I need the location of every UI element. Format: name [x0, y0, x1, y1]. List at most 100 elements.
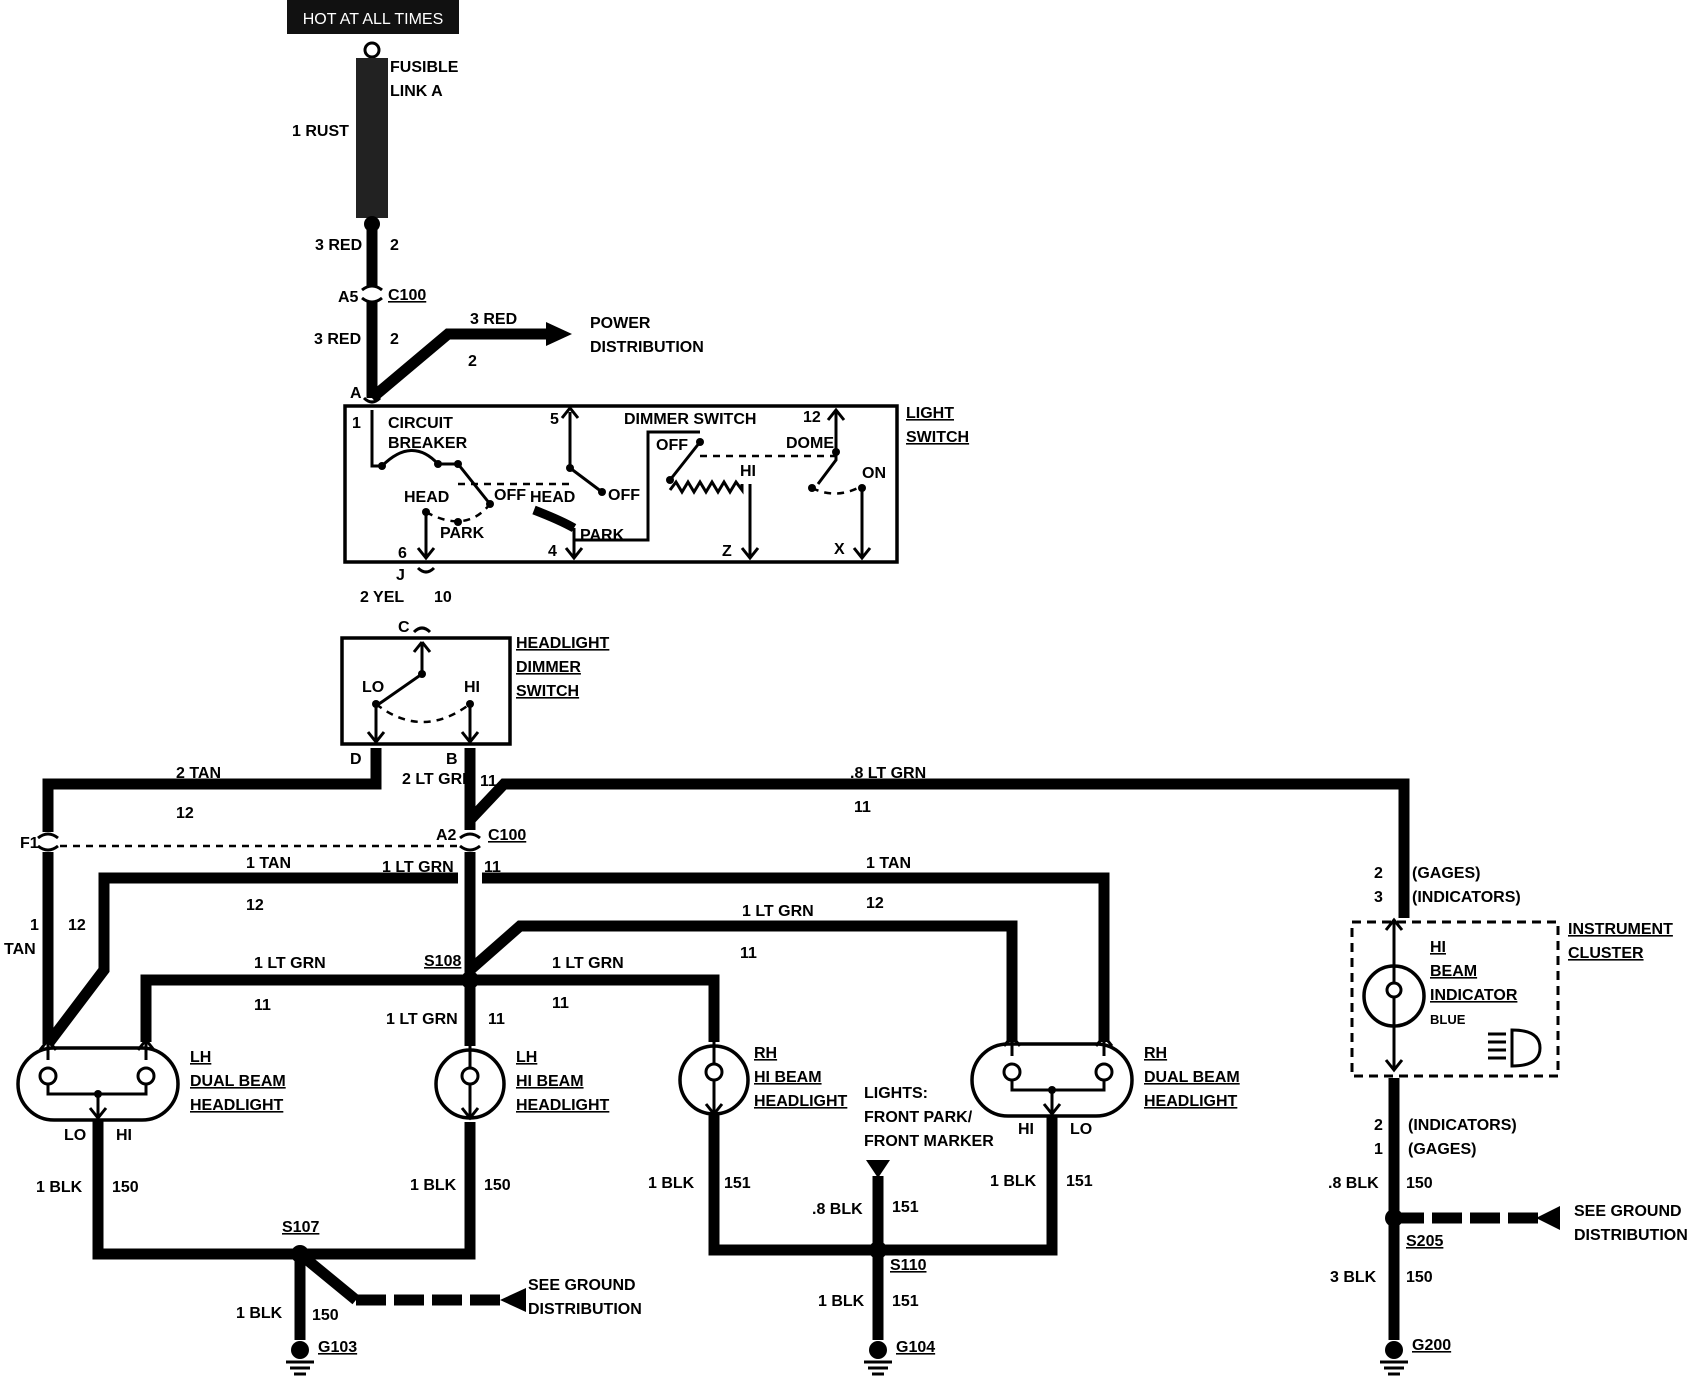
lh-dual-hi: HI	[116, 1127, 132, 1144]
pin-c-arc	[412, 626, 432, 634]
connector-a2	[459, 832, 481, 852]
dimmer2-pivot	[418, 670, 426, 678]
yel-pin: J	[396, 567, 405, 584]
dist-2: DISTRIBUTION	[1574, 1227, 1688, 1244]
ltgrn1d-num: 11	[552, 995, 569, 1012]
pin12-arrow	[826, 407, 846, 421]
cl-pin2: 2	[1374, 865, 1383, 882]
lh-dual-hi-filament	[136, 1066, 156, 1086]
rh-dual-hi-filament	[1002, 1062, 1022, 1082]
n150c-label: 150	[312, 1307, 339, 1324]
ls-pin12: 12	[803, 409, 821, 426]
cl-indicators: (INDICATORS)	[1412, 889, 1521, 906]
lh-dual-lo: LO	[64, 1127, 86, 1144]
cl-pin1b: 1	[1374, 1141, 1383, 1158]
ls-hi: HI	[740, 463, 756, 480]
ls-internal-feed	[370, 410, 382, 468]
dim-title-2: DIMMER	[516, 659, 581, 676]
rh-hi-title-3: HEADLIGHT	[754, 1093, 848, 1110]
n150b-label: 150	[484, 1177, 511, 1194]
ltgrn8-num: 11	[854, 799, 871, 816]
cl-pin2b: 2	[1374, 1117, 1383, 1134]
pin5-arrow	[560, 405, 580, 419]
ground-dist-arrow-2	[1536, 1206, 1560, 1230]
lights-note-3: FRONT MARKER	[864, 1133, 994, 1150]
dome-blade	[816, 412, 838, 485]
left-num-12: 12	[68, 917, 86, 934]
dimmer-blade	[668, 441, 702, 481]
left-num-1: 1	[30, 917, 39, 934]
rh-dual-title-1: RH	[1144, 1045, 1167, 1062]
dim-pin-c: C	[398, 619, 410, 636]
ltgrn1e-label: 1 LT GRN	[386, 1011, 458, 1028]
g200-node	[1385, 1341, 1403, 1359]
dim-title-3: SWITCH	[516, 683, 579, 700]
tan1b-num: 12	[866, 895, 884, 912]
red-b-num: 2	[390, 331, 399, 348]
rh-dual-title-3: HEADLIGHT	[1144, 1093, 1238, 1110]
n151d-label: 151	[892, 1293, 919, 1310]
blk2-label: 1 BLK	[410, 1177, 457, 1194]
yel-wire: 2 YEL	[360, 589, 404, 606]
ls-off1: OFF	[494, 487, 526, 504]
fusible-title-2: LINK A	[390, 83, 443, 100]
ls-pin1: 1	[352, 415, 361, 432]
cl-pin3: 3	[1374, 889, 1383, 906]
wire-1ltgrn-d	[470, 974, 720, 1042]
ltgrn1e-num: 11	[488, 1011, 505, 1028]
wire-1ltgrn-c	[140, 974, 470, 1042]
splice-s110	[869, 1241, 887, 1259]
blk5-label: .8 BLK	[812, 1201, 863, 1218]
tan1a-label: 1 TAN	[246, 855, 291, 872]
yel-num: 10	[434, 589, 452, 606]
high-beam-icon	[1488, 1028, 1542, 1068]
g103-label: G103	[318, 1339, 357, 1356]
ls-off2: OFF	[608, 487, 640, 504]
red-a-label: 3 RED	[315, 237, 362, 254]
power-wire-label: 3 RED	[470, 311, 517, 328]
rh-dual-in-arrows	[1002, 1033, 1114, 1056]
fuse-top-terminal	[363, 41, 381, 59]
dimmer2-dash	[375, 702, 471, 724]
see-ground-2: SEE GROUND	[1574, 1203, 1682, 1220]
rh-dual-lo: LO	[1070, 1121, 1092, 1138]
ls-pinx: X	[834, 541, 845, 558]
ind-color: BLUE	[1430, 1012, 1466, 1027]
red-a-num: 2	[390, 237, 399, 254]
ltgrn8-label: .8 LT GRN	[850, 765, 926, 782]
wire-2tan	[42, 748, 382, 832]
wire-08ltgrn	[466, 778, 1410, 918]
ls-pin5: 5	[550, 411, 559, 428]
hi-beam-indicator-in	[1384, 917, 1404, 966]
ltgrn1a-num: 11	[484, 859, 501, 876]
blk1-label: 1 BLK	[36, 1179, 83, 1196]
front-park-arrow	[866, 1160, 890, 1178]
lh-hi-title-2: HI BEAM	[516, 1073, 584, 1090]
rheostat	[668, 479, 752, 558]
sw1-park-contact	[454, 518, 462, 526]
lh-hi-internal	[460, 1046, 480, 1121]
fusible-title-1: FUSIBLE	[390, 59, 459, 76]
cl-title-1: INSTRUMENT	[1568, 921, 1673, 938]
ground-symbol-g103	[286, 1360, 314, 1376]
connector-c100-top	[361, 284, 383, 304]
rh-dual-lo-filament	[1094, 1062, 1114, 1082]
hot-label-box	[287, 0, 459, 34]
ltgrn2-num: 11	[480, 773, 497, 790]
ltgrn1a-label: 1 LT GRN	[382, 859, 454, 876]
fusible-wire-label: 1 RUST	[292, 123, 349, 140]
tan1b-label: 1 TAN	[866, 855, 911, 872]
g104-label: G104	[896, 1339, 935, 1356]
ls-pin4: 4	[548, 543, 557, 560]
dim-pin-b: B	[446, 751, 458, 768]
dimmer2-hi-out	[460, 704, 480, 745]
lh-dual-internal	[46, 1084, 148, 1121]
ls-pinz: Z	[722, 543, 732, 560]
s205-label: S205	[1406, 1233, 1443, 1250]
ls-off-dim: OFF	[656, 437, 688, 454]
c100-mid-label: C100	[488, 827, 526, 844]
lh-dual-title-2: DUAL BEAM	[190, 1073, 286, 1090]
g200-label: G200	[1412, 1337, 1451, 1354]
ls-head1: HEAD	[404, 489, 449, 506]
dimmer2-lo-out	[366, 704, 386, 745]
